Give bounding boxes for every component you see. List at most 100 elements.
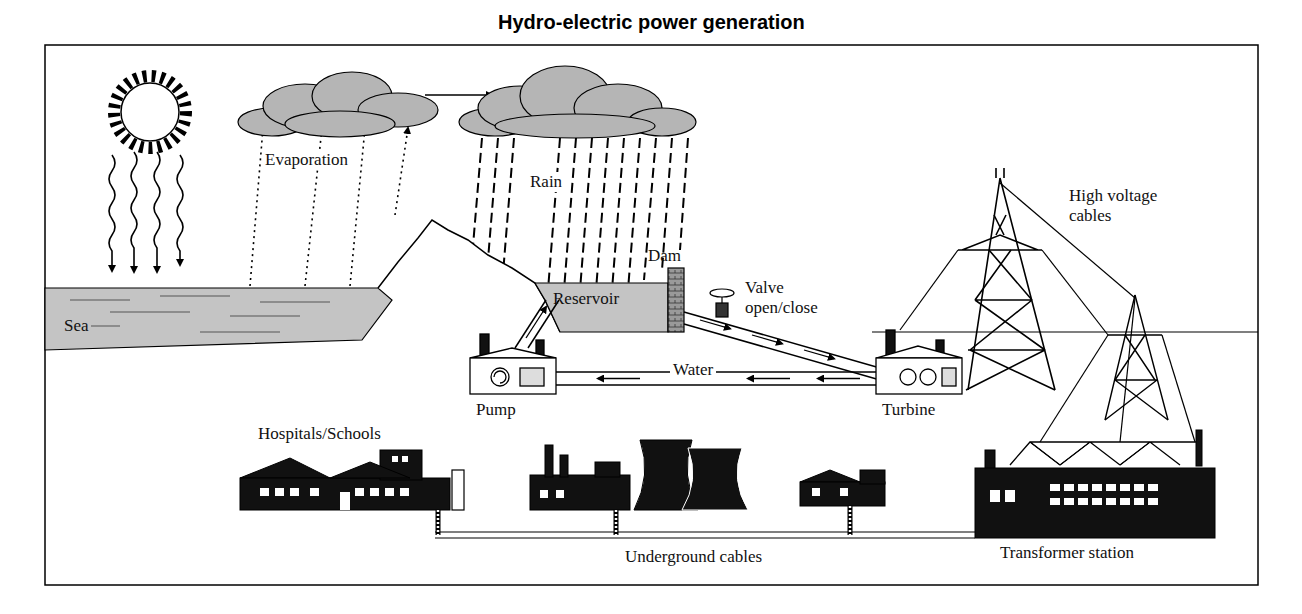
pylon-large	[968, 178, 1055, 390]
frame	[45, 45, 1258, 585]
underground-cables	[435, 506, 975, 538]
transformer-station	[1106, 498, 1116, 505]
factory	[545, 445, 553, 477]
hospital-school-buildings	[290, 488, 299, 496]
hospital-school-buildings	[310, 488, 319, 496]
pump-house	[470, 348, 556, 358]
factory	[540, 490, 564, 498]
house	[812, 488, 820, 496]
transformer-station	[1064, 498, 1074, 505]
transformer-station	[1120, 498, 1130, 505]
transformer-station	[985, 450, 995, 470]
cloud-right	[495, 114, 655, 138]
house	[800, 482, 885, 506]
underground-cables	[438, 506, 850, 535]
building-label: Transformer station	[1000, 543, 1134, 563]
region-label: Reservoir	[553, 289, 619, 309]
pump-house	[480, 334, 489, 356]
pump-house	[494, 371, 506, 383]
transformer-station	[1148, 498, 1158, 505]
penstock-pipe	[804, 350, 834, 359]
underground-cables	[438, 506, 850, 535]
pylon-large	[996, 168, 1004, 178]
transformer-station	[1064, 484, 1074, 491]
turbine-house	[886, 330, 895, 356]
transformer-station	[1078, 498, 1088, 505]
turbine-house	[876, 330, 962, 394]
evaporation-arrows	[350, 128, 365, 286]
transformer-station	[1050, 484, 1060, 491]
penstock-pipe	[752, 335, 782, 344]
turbine-house	[876, 358, 962, 394]
penstock-pipe	[700, 320, 834, 359]
pump-house	[470, 358, 556, 394]
factory	[682, 448, 748, 510]
rain	[628, 138, 640, 290]
hospital-school-buildings	[275, 488, 284, 496]
transformer-station	[1010, 442, 1200, 465]
hospital-school-buildings	[240, 478, 450, 510]
mountain	[378, 220, 560, 332]
factory	[530, 440, 748, 510]
hospital-school-buildings	[240, 458, 330, 478]
horizon-line	[872, 331, 1258, 332]
sun	[121, 83, 179, 141]
pylon-small	[1105, 335, 1168, 420]
power-lines	[900, 183, 1195, 442]
house	[800, 470, 885, 506]
house	[860, 470, 885, 484]
transformer-station	[1106, 484, 1116, 491]
transformer-station	[975, 468, 1215, 538]
rain	[680, 138, 688, 250]
building-label: Turbine	[882, 400, 935, 420]
factory	[556, 490, 564, 498]
turbine-house	[942, 368, 956, 386]
pylon-large	[958, 168, 1055, 390]
hospital-school-buildings	[452, 470, 464, 510]
sun-rays	[177, 155, 183, 265]
part-label: High voltage cables	[1066, 186, 1184, 226]
cloud-drift-arrow	[425, 94, 492, 96]
power-lines	[1040, 335, 1108, 442]
sun-rays	[131, 152, 137, 272]
horizon-line	[872, 332, 1258, 333]
transformer-station	[1092, 498, 1102, 505]
frame	[45, 45, 1258, 585]
hospital-school-buildings	[340, 492, 350, 510]
sun	[114, 76, 186, 148]
hospital-school-buildings	[400, 488, 409, 496]
part-label: Underground cables	[625, 547, 762, 567]
reservoir	[535, 283, 668, 332]
sun-rays	[109, 152, 183, 272]
valve	[721, 297, 722, 303]
diagram-title: Hydro-electric power generation	[498, 10, 805, 34]
hospital-school-buildings	[385, 488, 394, 496]
transformer-station	[1134, 484, 1144, 491]
evaporation-arrows	[250, 128, 408, 286]
transformer-station	[1120, 484, 1130, 491]
hospital-school-buildings	[330, 462, 410, 478]
cloud-left	[285, 111, 395, 137]
transformer-station	[990, 484, 1158, 505]
factory	[560, 455, 568, 477]
transformer-station	[1078, 484, 1088, 491]
sea	[70, 296, 330, 332]
turbine-house	[900, 369, 916, 385]
mountain	[378, 220, 560, 332]
pump-house	[470, 334, 556, 394]
sun	[114, 76, 186, 148]
flow-label: Water	[670, 360, 716, 380]
transformer-station	[990, 490, 1000, 502]
turbine-house	[876, 346, 962, 358]
part-label: Valve open/close	[745, 278, 841, 318]
water-pipe	[818, 378, 860, 379]
transformer-station	[1050, 498, 1060, 505]
water-pipe	[555, 384, 876, 386]
transformer-station	[1148, 484, 1158, 491]
dam	[668, 268, 684, 332]
hospital-school-buildings	[392, 456, 398, 462]
hospital-school-buildings	[260, 488, 269, 496]
sea	[45, 288, 392, 350]
evaporation-arrows	[395, 128, 408, 215]
